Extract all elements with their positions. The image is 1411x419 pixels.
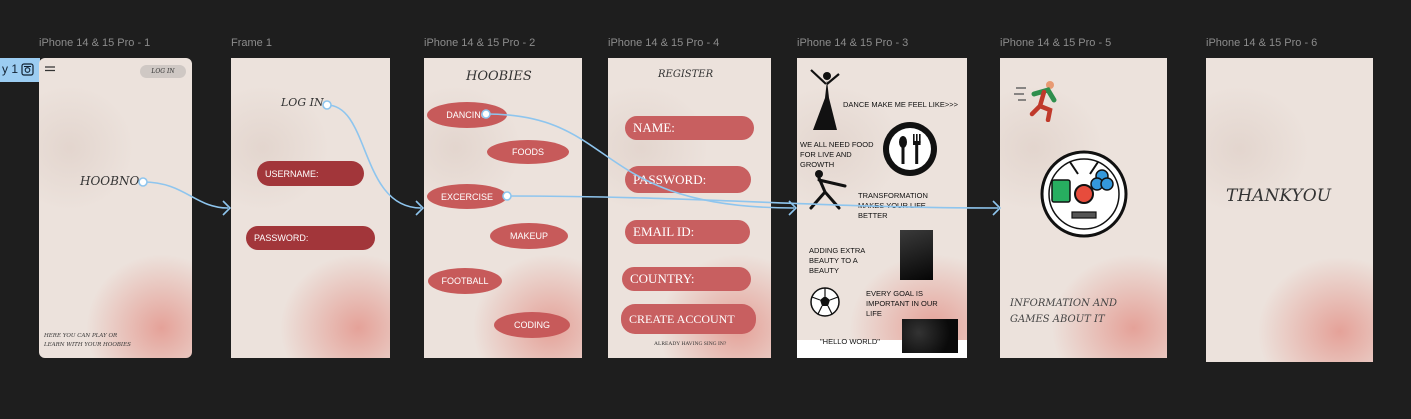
frame-label-6[interactable]: iPhone 14 & 15 Pro - 5 bbox=[1000, 37, 1112, 49]
frame-label-7[interactable]: iPhone 14 & 15 Pro - 6 bbox=[1206, 37, 1318, 49]
frame-register[interactable]: REGISTER NAME: PASSWORD: EMAIL ID: COUNT… bbox=[608, 58, 771, 358]
login-heading: LOG IN bbox=[281, 96, 324, 109]
flow-play-icon bbox=[21, 63, 34, 76]
country-field[interactable]: COUNTRY: bbox=[622, 267, 751, 291]
information-caption: INFORMATION AND GAMES ABOUT IT bbox=[1010, 298, 1118, 325]
connection-handle[interactable] bbox=[138, 177, 148, 187]
coding-button[interactable]: CODING bbox=[494, 312, 570, 338]
runner-icon bbox=[1014, 81, 1057, 122]
connection-arrow-icon bbox=[992, 200, 1002, 216]
username-field[interactable]: USERNAME: bbox=[257, 161, 364, 186]
app-title[interactable]: HOOBNO bbox=[80, 174, 140, 188]
frame-thank-you[interactable]: THANKYOU bbox=[1206, 58, 1373, 362]
food-caption: WE ALL NEED FOOD FOR LIVE AND GROWTH bbox=[800, 140, 874, 169]
email-field[interactable]: EMAIL ID: bbox=[625, 220, 750, 244]
connection-excercise-to-info[interactable] bbox=[506, 195, 999, 209]
username-label: USERNAME: bbox=[265, 168, 319, 179]
flow-badge-label: y 1 bbox=[2, 62, 19, 76]
connection-start-to-login[interactable] bbox=[142, 181, 229, 209]
frame-label-1[interactable]: iPhone 14 & 15 Pro - 1 bbox=[39, 37, 151, 49]
frame-label-4[interactable]: iPhone 14 & 15 Pro - 4 bbox=[608, 37, 720, 49]
frame-label-5[interactable]: iPhone 14 & 15 Pro - 3 bbox=[797, 37, 909, 49]
create-account-button[interactable]: CREATE ACCOUNT bbox=[621, 304, 756, 334]
frame-label-2[interactable]: Frame 1 bbox=[231, 37, 272, 49]
makeup-button[interactable]: MAKEUP bbox=[490, 223, 568, 249]
foods-button[interactable]: FOODS bbox=[487, 140, 569, 164]
welcome-text: HERE YOU CAN PLAY OR LEARN WITH YOUR HOO… bbox=[44, 333, 131, 348]
login-button[interactable]: LOG IN bbox=[140, 65, 186, 78]
connection-handle[interactable] bbox=[322, 100, 332, 110]
connection-arrow-icon bbox=[222, 200, 232, 216]
dancer-icon bbox=[810, 69, 840, 130]
thank-you-text: THANKYOU bbox=[1226, 186, 1332, 206]
connection-dancing-to-details[interactable] bbox=[485, 113, 795, 209]
dance-caption: DANCE MAKE ME FEEL LIKE>>> bbox=[843, 100, 958, 109]
frame-hobbies[interactable]: HOOBIES DANCING FOODS EXCERCISE MAKEUP F… bbox=[424, 58, 582, 358]
hobbies-heading: HOOBIES bbox=[466, 69, 532, 84]
register-password-field[interactable]: PASSWORD: bbox=[625, 166, 751, 193]
hobbies-clock-icon bbox=[1040, 150, 1128, 238]
connection-arrow-icon bbox=[415, 200, 425, 216]
name-field[interactable]: NAME: bbox=[625, 116, 754, 140]
frame-information[interactable]: INFORMATION AND GAMES ABOUT IT bbox=[1000, 58, 1167, 358]
frame-label-3[interactable]: iPhone 14 & 15 Pro - 2 bbox=[424, 37, 536, 49]
connection-login-to-hobbies[interactable] bbox=[326, 104, 422, 209]
transformation-caption: TRANSFORMATION MAKES YOUR LIFE BETTER bbox=[858, 191, 928, 220]
goal-caption: EVERY GOAL IS IMPORTANT IN OUR LIFE bbox=[866, 289, 938, 318]
frame-login[interactable]: LOG IN USERNAME: PASSWORD: bbox=[231, 58, 390, 358]
register-heading: REGISTER bbox=[658, 69, 714, 80]
flow-starting-point-badge[interactable]: y 1 bbox=[0, 58, 40, 82]
dancing-button[interactable]: DANCING bbox=[427, 102, 507, 128]
login-button-label: LOG IN bbox=[151, 68, 175, 75]
beauty-caption: ADDING EXTRA BEAUTY TO A BEAUTY bbox=[809, 246, 865, 275]
connection-handle[interactable] bbox=[502, 191, 512, 201]
fork-spoon-icon bbox=[883, 122, 937, 176]
beauty-photo bbox=[900, 230, 933, 280]
football-button[interactable]: FOOTBALL bbox=[428, 268, 502, 294]
stretch-icon bbox=[809, 170, 847, 210]
soccer-ball-icon bbox=[810, 287, 840, 317]
sign-in-link[interactable]: ALREADY HAVING SING IN? bbox=[654, 341, 727, 347]
hello-world-caption: "HELLO WORLD" bbox=[820, 337, 880, 346]
connection-handle[interactable] bbox=[481, 109, 491, 119]
excercise-button[interactable]: EXCERCISE bbox=[427, 184, 507, 209]
menu-icon[interactable] bbox=[45, 66, 55, 72]
password-field[interactable]: PASSWORD: bbox=[246, 226, 375, 250]
frame-iphone-1[interactable]: LOG IN HOOBNO HERE YOU CAN PLAY OR LEARN… bbox=[39, 58, 192, 358]
code-image bbox=[902, 319, 958, 353]
password-label: PASSWORD: bbox=[254, 233, 309, 243]
